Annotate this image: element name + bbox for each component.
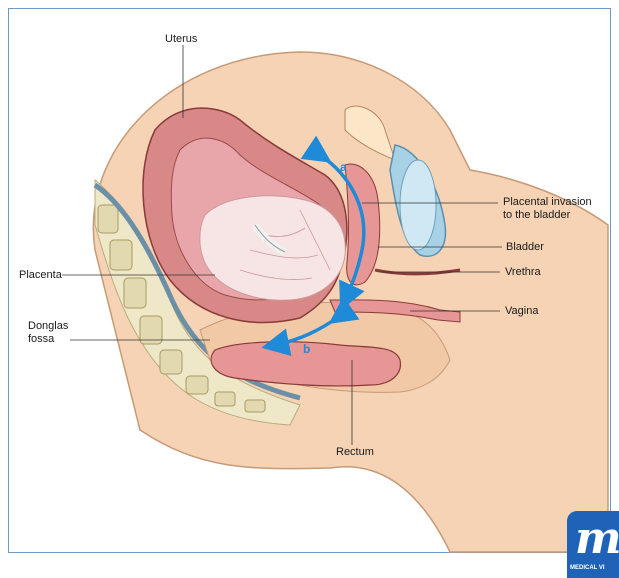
label-vagina: Vagina xyxy=(505,305,538,317)
logo-text: MEDICAL VI xyxy=(570,565,605,571)
brand-logo: m MEDICAL VI xyxy=(567,511,619,578)
label-placental-invasion-2: to the bladder xyxy=(503,209,570,221)
label-placental-invasion-1: Placental invasion xyxy=(503,196,592,208)
label-placenta: Placenta xyxy=(19,269,62,281)
label-uterus: Uterus xyxy=(165,33,197,45)
logo-mark: m xyxy=(575,514,619,564)
label-vrethra: Vrethra xyxy=(505,266,541,278)
label-bladder: Bladder xyxy=(506,241,544,253)
arrow-label-b: b xyxy=(303,342,310,356)
label-donglas-1: Donglas xyxy=(28,320,68,332)
symphysis-disc xyxy=(400,160,436,250)
arrow-label-a: a xyxy=(340,160,347,174)
label-rectum: Rectum xyxy=(336,446,374,458)
label-donglas-2: fossa xyxy=(28,333,54,345)
